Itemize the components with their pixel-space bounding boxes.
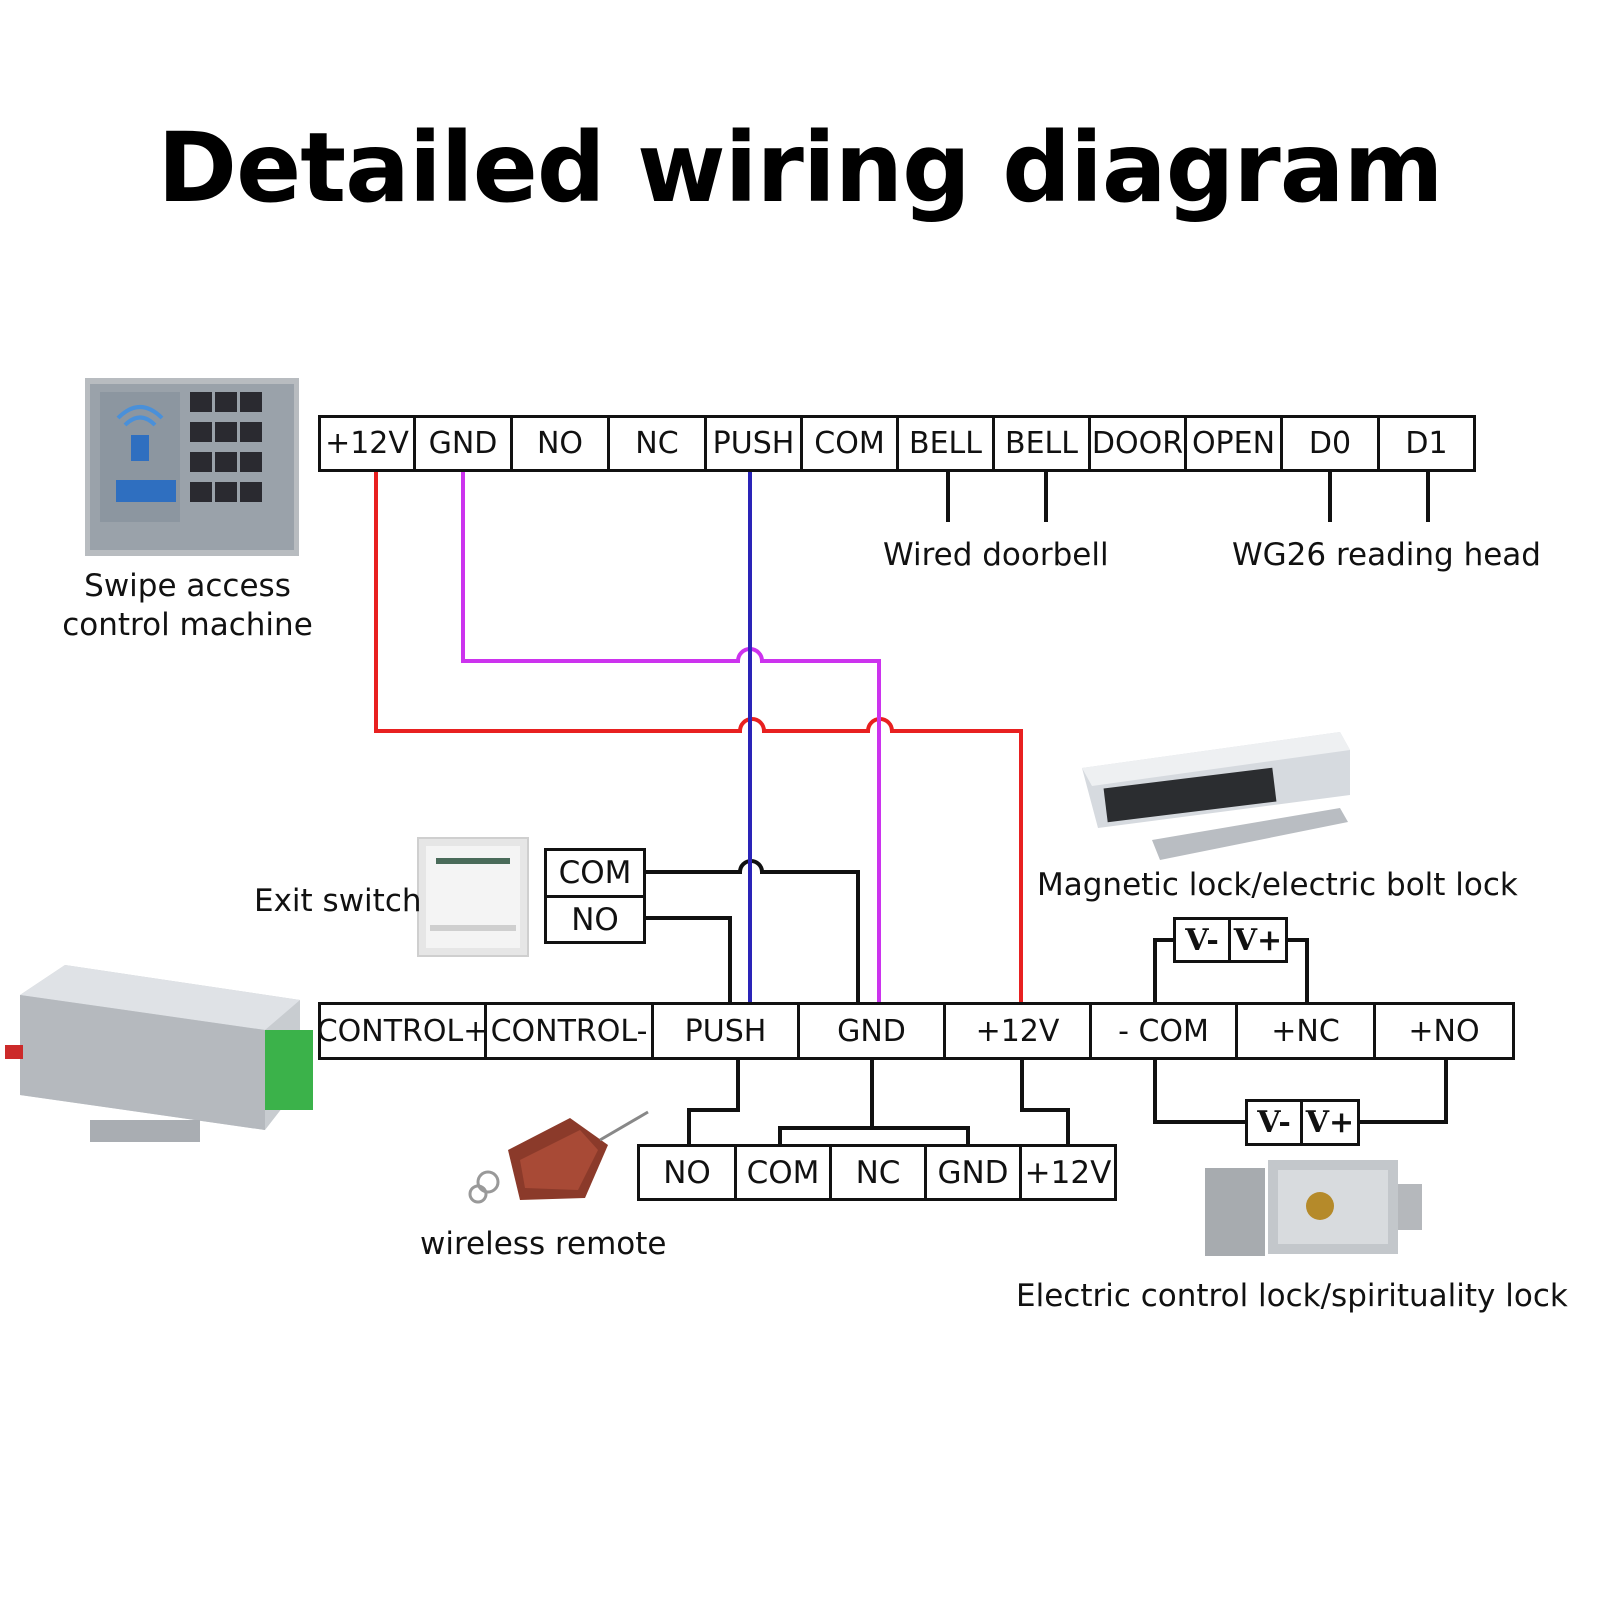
bottom-terminal-nc: +NC — [1235, 1002, 1376, 1060]
top-terminal-nc: NC — [607, 415, 707, 472]
caption-access-machine-line2: control machine — [62, 607, 313, 643]
top-terminal-no: NO — [510, 415, 610, 472]
top-terminal-gnd: GND — [413, 415, 513, 472]
remote-terminal-gnd: GND — [924, 1144, 1022, 1201]
red-wire — [374, 470, 1023, 1003]
caption-electric-lock: Electric control lock/spirituality lock — [1016, 1278, 1568, 1314]
bottom-terminal-gnd: GND — [797, 1002, 946, 1060]
top-terminal-12v: +12V — [318, 415, 416, 472]
caption-wired-doorbell: Wired doorbell — [883, 537, 1109, 573]
bottom-terminal-control-minus: CONTROL- — [484, 1002, 654, 1060]
top-terminal-d1: D1 — [1377, 415, 1476, 472]
top-terminal-bell-2: BELL — [992, 415, 1091, 472]
bottom-terminal-push: PUSH — [651, 1002, 800, 1060]
top-terminal-open: OPEN — [1184, 415, 1283, 472]
remote-terminal-com: COM — [734, 1144, 832, 1201]
maglock-terminal-vminus: V- — [1173, 917, 1231, 963]
caption-exit-switch: Exit switch — [254, 883, 422, 919]
bottom-terminal-com: - COM — [1089, 1002, 1238, 1060]
top-terminal-bell-1: BELL — [896, 415, 995, 472]
exit-switch-icon — [417, 837, 529, 957]
top-terminal-push: PUSH — [704, 415, 803, 472]
top-terminal-d0: D0 — [1280, 415, 1380, 472]
remote-key-icon — [468, 1110, 649, 1204]
black-wires — [645, 470, 1448, 1145]
exit-switch-terminal-no: NO — [544, 895, 646, 944]
bolt-terminal-vminus: V- — [1245, 1099, 1303, 1146]
remote-terminal-nc: NC — [829, 1144, 927, 1201]
page-title: Detailed wiring diagram — [157, 112, 1443, 224]
maglock-terminal-vplus: V+ — [1228, 917, 1288, 963]
bottom-terminal-12v: +12V — [943, 1002, 1092, 1060]
bolt-terminal-vplus: V+ — [1300, 1099, 1360, 1146]
remote-terminal-12v: +12V — [1019, 1144, 1117, 1201]
caption-access-machine-line1: Swipe access — [84, 568, 291, 604]
bolt-lock-icon — [1205, 1160, 1422, 1256]
caption-wg26: WG26 reading head — [1232, 537, 1541, 573]
caption-wireless-remote: wireless remote — [420, 1226, 667, 1262]
caption-magnetic-lock: Magnetic lock/electric bolt lock — [1037, 867, 1518, 903]
bottom-terminal-no: +NO — [1373, 1002, 1515, 1060]
magnetic-lock-icon — [1082, 732, 1350, 860]
top-terminal-door: DOOR — [1088, 415, 1187, 472]
bottom-terminal-control-plus: CONTROL+ — [317, 1002, 488, 1060]
power-supply-icon — [5, 965, 313, 1142]
keypad-icon — [85, 378, 299, 556]
exit-switch-terminal-com: COM — [544, 848, 646, 898]
remote-terminal-no: NO — [637, 1144, 737, 1201]
top-terminal-com: COM — [800, 415, 899, 472]
